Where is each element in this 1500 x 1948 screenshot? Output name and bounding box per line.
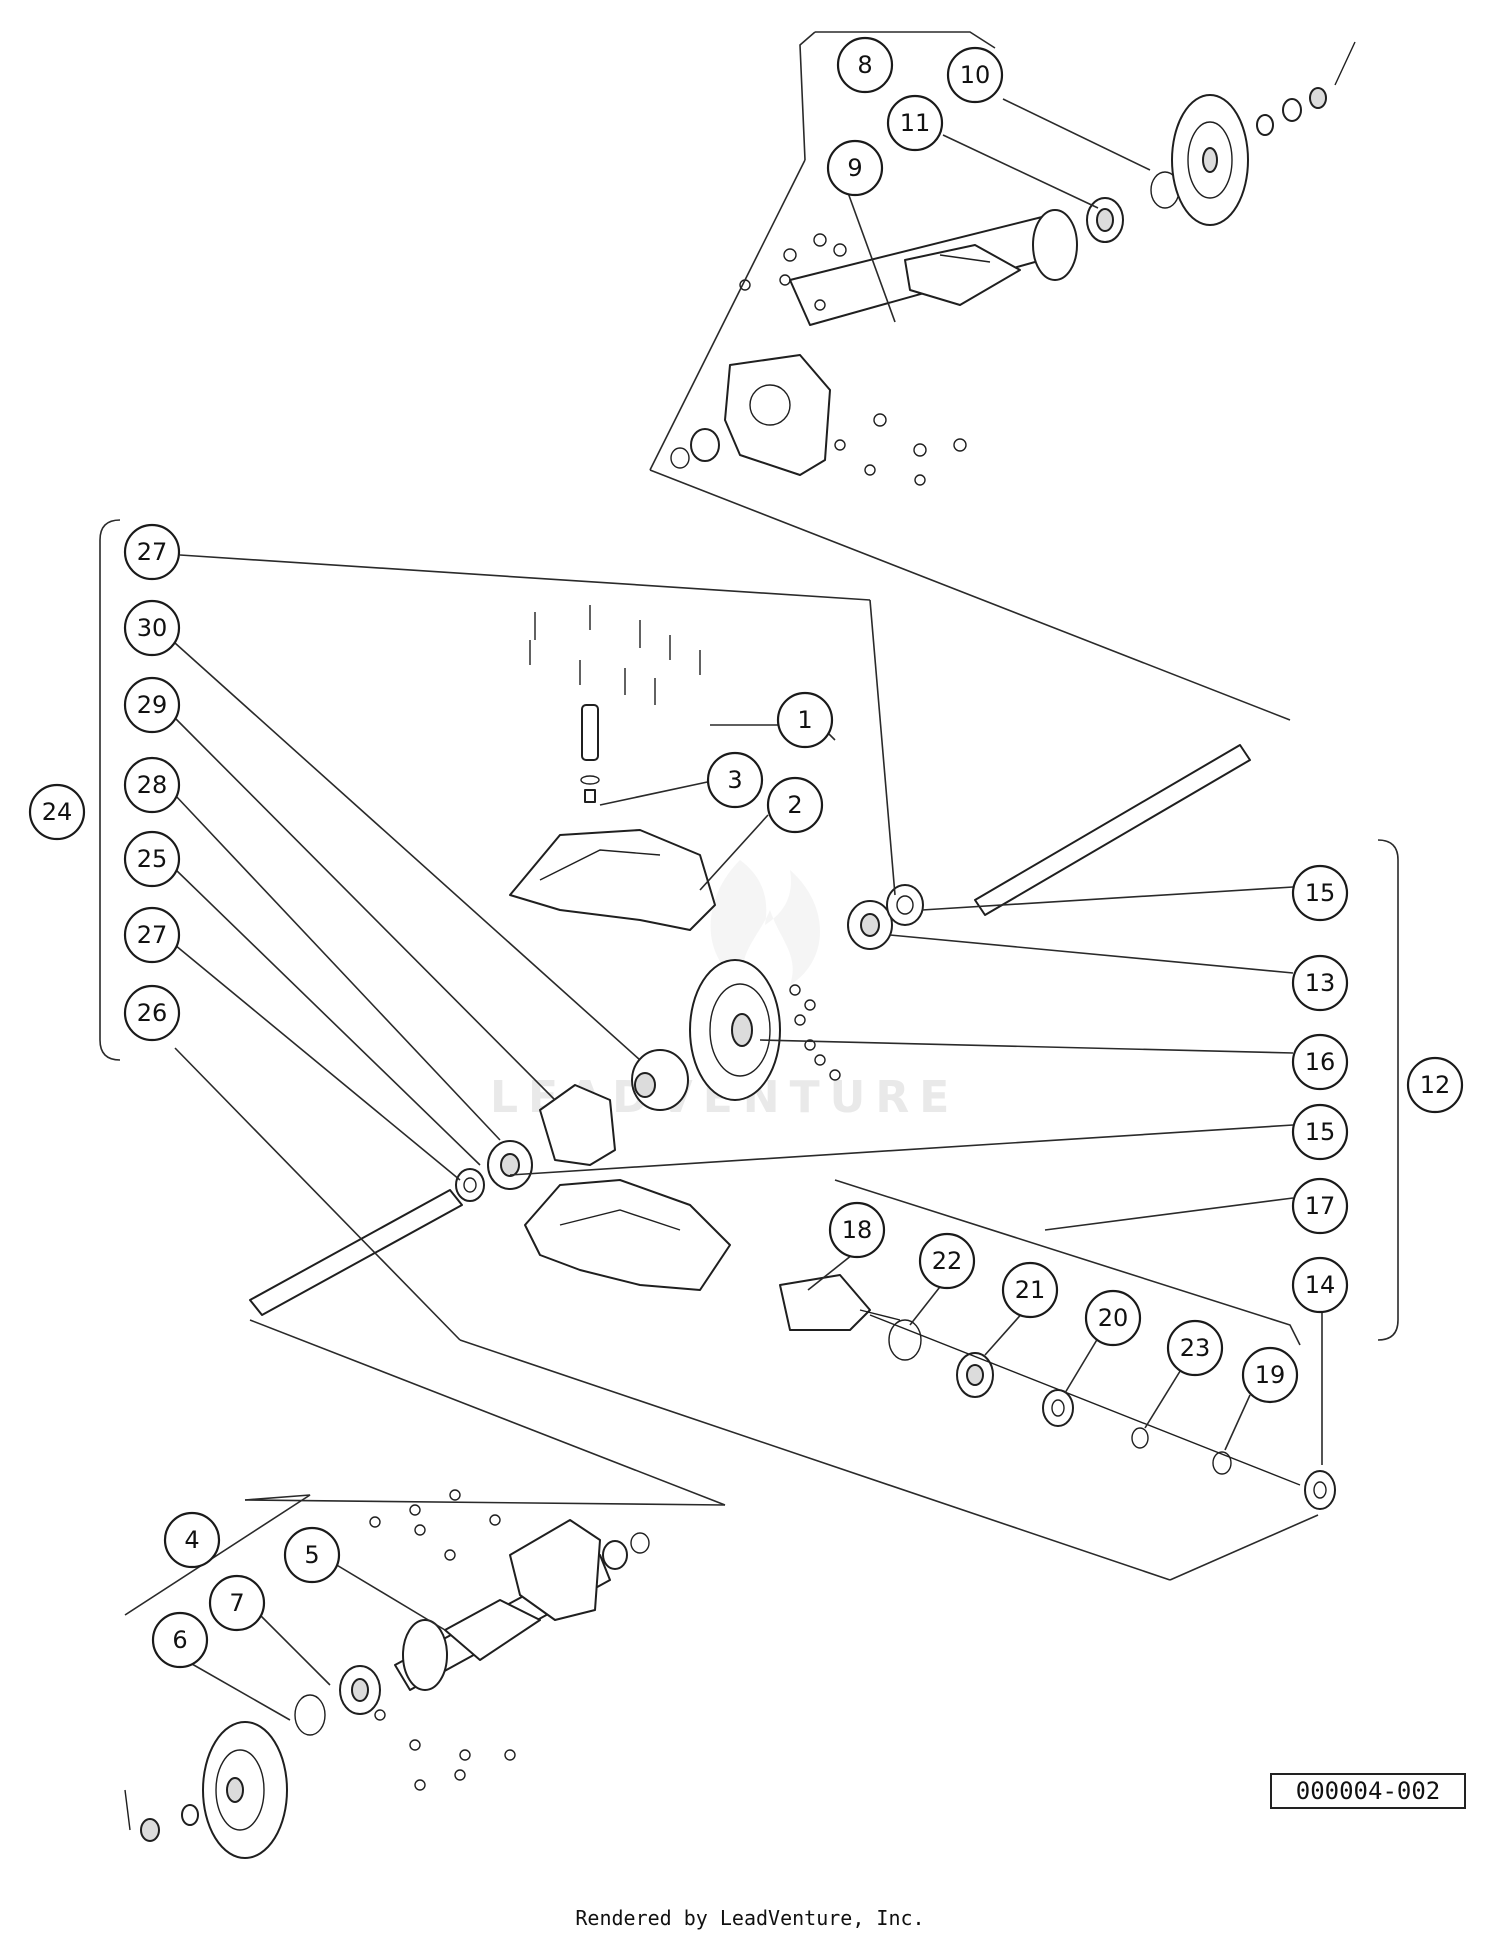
callout-6[interactable]: 6	[151, 1611, 209, 1669]
svg-text:9: 9	[847, 154, 862, 182]
svg-text:17: 17	[1305, 1192, 1336, 1220]
svg-text:20: 20	[1098, 1304, 1129, 1332]
leader-lines	[174, 98, 1323, 1721]
callout-10[interactable]: 10	[946, 46, 1004, 104]
callout-23[interactable]: 23	[1166, 1319, 1224, 1377]
callout-15-top[interactable]: 15	[1291, 864, 1349, 922]
svg-text:27: 27	[137, 538, 168, 566]
callout-22[interactable]: 22	[918, 1232, 976, 1290]
svg-text:19: 19	[1255, 1361, 1286, 1389]
callout-7[interactable]: 7	[208, 1574, 266, 1632]
callout-9[interactable]: 9	[826, 139, 884, 197]
svg-text:4: 4	[184, 1526, 199, 1554]
callout-4[interactable]: 4	[163, 1511, 221, 1569]
svg-text:28: 28	[137, 771, 168, 799]
callout-13[interactable]: 13	[1291, 954, 1349, 1012]
svg-text:15: 15	[1305, 1118, 1336, 1146]
svg-text:26: 26	[137, 999, 168, 1027]
svg-text:16: 16	[1305, 1048, 1336, 1076]
svg-text:25: 25	[137, 845, 168, 873]
callout-8[interactable]: 8	[836, 36, 894, 94]
svg-text:13: 13	[1305, 969, 1336, 997]
callout-3[interactable]: 3	[706, 751, 764, 809]
right-axle-housing-assembly	[670, 41, 1356, 486]
svg-text:15: 15	[1305, 879, 1336, 907]
callout-17[interactable]: 17	[1291, 1177, 1349, 1235]
callout-1[interactable]: 1	[776, 691, 834, 749]
callout-29[interactable]: 29	[123, 676, 181, 734]
callout-14[interactable]: 14	[1291, 1256, 1349, 1314]
svg-text:7: 7	[229, 1589, 244, 1617]
callout-18[interactable]: 18	[828, 1201, 886, 1259]
diagram-id-label: 000004-002	[1270, 1773, 1466, 1809]
svg-text:23: 23	[1180, 1334, 1211, 1362]
callout-5[interactable]: 5	[283, 1526, 341, 1584]
render-credit: Rendered by LeadVenture, Inc.	[575, 1906, 925, 1930]
svg-text:30: 30	[137, 614, 168, 642]
svg-text:12: 12	[1420, 1071, 1451, 1099]
callout-12[interactable]: 12	[1406, 1056, 1464, 1114]
svg-text:5: 5	[304, 1541, 319, 1569]
callout-25[interactable]: 25	[123, 830, 181, 888]
svg-text:11: 11	[900, 109, 931, 137]
callout-27-bottom[interactable]: 27	[123, 906, 181, 964]
callout-15-bottom[interactable]: 15	[1291, 1103, 1349, 1161]
callout-24[interactable]: 24	[28, 783, 86, 841]
left-axle-housing-assembly	[124, 1489, 650, 1859]
svg-text:29: 29	[137, 691, 168, 719]
gear-case-assembly	[249, 605, 1336, 1510]
callout-26[interactable]: 26	[123, 984, 181, 1042]
group-brackets	[99, 31, 1399, 1616]
svg-text:2: 2	[787, 791, 802, 819]
svg-text:1: 1	[797, 706, 812, 734]
svg-text:3: 3	[727, 766, 742, 794]
callout-16[interactable]: 16	[1291, 1033, 1349, 1091]
callout-2[interactable]: 2	[766, 776, 824, 834]
callouts: 8 10 11 9 27 30 29 28 25 27 26 24 1 3 2 …	[28, 36, 1464, 1669]
callout-28[interactable]: 28	[123, 756, 181, 814]
callout-27-top[interactable]: 27	[123, 523, 181, 581]
svg-text:22: 22	[932, 1247, 963, 1275]
svg-text:21: 21	[1015, 1276, 1046, 1304]
svg-text:14: 14	[1305, 1271, 1336, 1299]
callout-20[interactable]: 20	[1084, 1289, 1142, 1347]
svg-text:10: 10	[960, 61, 991, 89]
callout-19[interactable]: 19	[1241, 1346, 1299, 1404]
svg-text:24: 24	[42, 798, 73, 826]
callout-11[interactable]: 11	[886, 94, 944, 152]
callout-21[interactable]: 21	[1001, 1261, 1059, 1319]
svg-text:8: 8	[857, 51, 872, 79]
svg-text:27: 27	[137, 921, 168, 949]
svg-text:18: 18	[842, 1216, 873, 1244]
svg-text:6: 6	[172, 1626, 187, 1654]
watermark-logo	[710, 860, 820, 985]
callout-30[interactable]: 30	[123, 599, 181, 657]
